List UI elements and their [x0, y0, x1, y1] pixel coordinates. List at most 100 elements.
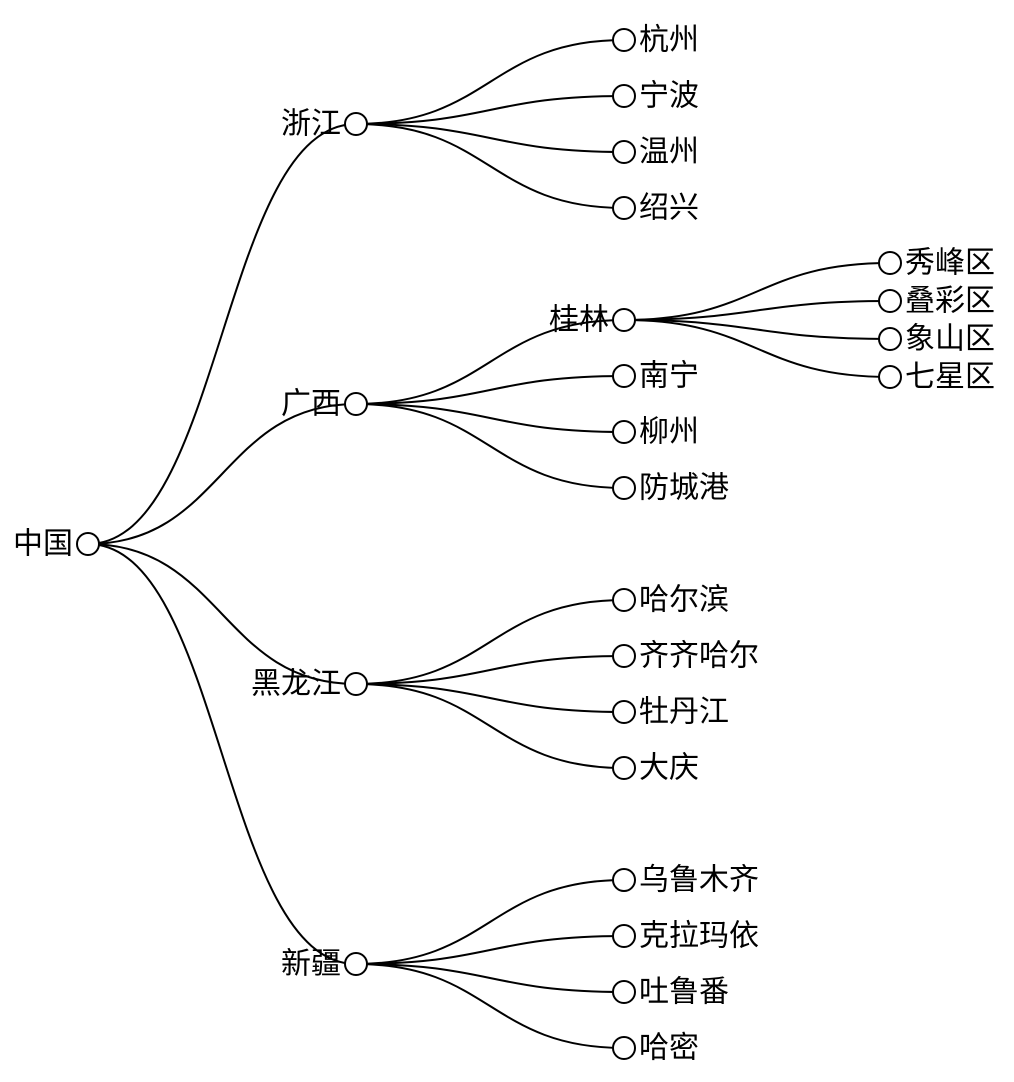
node-label: 浙江	[281, 107, 341, 142]
tree-link	[355, 95, 625, 125]
tree-node[interactable]: 浙江	[281, 107, 368, 142]
tree-node[interactable]: 哈密	[612, 1031, 699, 1066]
tree-link	[355, 879, 625, 965]
node-label: 防城港	[639, 471, 729, 506]
tree-link	[355, 683, 625, 713]
node-label: 温州	[639, 135, 699, 170]
node-label: 乌鲁木齐	[639, 863, 759, 898]
node-label: 新疆	[281, 947, 341, 982]
node-circle[interactable]	[612, 476, 636, 500]
node-circle[interactable]	[612, 868, 636, 892]
tree-link	[87, 403, 357, 545]
tree-node[interactable]: 牡丹江	[612, 695, 729, 730]
node-circle[interactable]	[612, 140, 636, 164]
tree-node[interactable]: 南宁	[612, 359, 699, 394]
tree-link	[355, 599, 625, 685]
node-label: 南宁	[639, 359, 699, 394]
tree-link	[355, 375, 625, 405]
node-label: 象山区	[905, 322, 995, 357]
tree-node[interactable]: 乌鲁木齐	[612, 863, 759, 898]
tree-link	[355, 403, 625, 489]
tree-link	[87, 543, 357, 965]
node-circle[interactable]	[612, 84, 636, 108]
node-label: 七星区	[905, 360, 995, 395]
node-circle[interactable]	[612, 980, 636, 1004]
node-label: 叠彩区	[905, 284, 995, 319]
tree-link	[355, 39, 625, 125]
tree-node[interactable]: 防城港	[612, 471, 729, 506]
node-label: 克拉玛依	[639, 919, 759, 954]
tree-node[interactable]: 柳州	[612, 415, 699, 450]
tree-link	[355, 963, 625, 1049]
tree-node[interactable]: 象山区	[878, 322, 995, 357]
tree-node[interactable]: 克拉玛依	[612, 919, 759, 954]
node-label: 黑龙江	[251, 667, 341, 702]
tree-link	[355, 683, 625, 769]
node-label: 桂林	[549, 303, 609, 338]
node-label: 吐鲁番	[639, 975, 729, 1010]
tree-link	[355, 403, 625, 433]
tree-node[interactable]: 大庆	[612, 751, 699, 786]
tree-node[interactable]: 七星区	[878, 360, 995, 395]
node-circle[interactable]	[612, 756, 636, 780]
node-circle[interactable]	[612, 1036, 636, 1060]
tree-link	[355, 935, 625, 965]
node-circle[interactable]	[612, 28, 636, 52]
tree-node[interactable]: 齐齐哈尔	[612, 639, 759, 674]
node-circle[interactable]	[878, 327, 902, 351]
node-label: 哈尔滨	[639, 583, 729, 618]
tree-link	[623, 319, 891, 340]
tree-node[interactable]: 黑龙江	[251, 667, 368, 702]
node-label: 杭州	[639, 23, 699, 58]
tree-link	[355, 963, 625, 993]
node-circle[interactable]	[878, 365, 902, 389]
node-label: 柳州	[639, 415, 699, 450]
node-circle[interactable]	[612, 364, 636, 388]
tree-node[interactable]: 秀峰区	[878, 246, 995, 281]
node-label: 秀峰区	[905, 246, 995, 281]
node-label: 大庆	[639, 751, 699, 786]
node-circle[interactable]	[878, 289, 902, 313]
node-label: 齐齐哈尔	[639, 639, 759, 674]
node-circle[interactable]	[878, 251, 902, 275]
tree-node[interactable]: 哈尔滨	[612, 583, 729, 618]
tree-link	[355, 123, 625, 153]
node-label: 宁波	[639, 79, 699, 114]
tree-link	[87, 123, 357, 545]
node-circle[interactable]	[612, 420, 636, 444]
tree-node[interactable]: 吐鲁番	[612, 975, 729, 1010]
tree-link	[87, 543, 357, 685]
tree-node[interactable]: 桂林	[549, 303, 636, 338]
tree-node[interactable]: 温州	[612, 135, 699, 170]
node-label: 中国	[13, 527, 73, 562]
node-label: 绍兴	[639, 191, 699, 226]
tree-node[interactable]: 杭州	[612, 23, 699, 58]
tree-link	[623, 300, 891, 321]
tree-node[interactable]: 叠彩区	[878, 284, 995, 319]
node-label: 哈密	[639, 1031, 699, 1066]
tree-node[interactable]: 宁波	[612, 79, 699, 114]
tree-links	[87, 39, 891, 1049]
tree-link	[355, 123, 625, 209]
node-circle[interactable]	[344, 952, 368, 976]
node-circle[interactable]	[612, 308, 636, 332]
tree-node[interactable]: 中国	[13, 527, 100, 562]
tree-node[interactable]: 绍兴	[612, 191, 699, 226]
node-circle[interactable]	[344, 392, 368, 416]
node-circle[interactable]	[344, 672, 368, 696]
tree-node[interactable]: 广西	[281, 387, 368, 422]
node-circle[interactable]	[344, 112, 368, 136]
node-circle[interactable]	[612, 700, 636, 724]
tree-node[interactable]: 新疆	[281, 947, 368, 982]
node-circle[interactable]	[612, 924, 636, 948]
node-circle[interactable]	[76, 532, 100, 556]
node-circle[interactable]	[612, 196, 636, 220]
node-circle[interactable]	[612, 644, 636, 668]
tree-link	[623, 319, 891, 378]
node-circle[interactable]	[612, 588, 636, 612]
tree-link	[623, 262, 891, 321]
node-label: 牡丹江	[639, 695, 729, 730]
tree-link	[355, 655, 625, 685]
